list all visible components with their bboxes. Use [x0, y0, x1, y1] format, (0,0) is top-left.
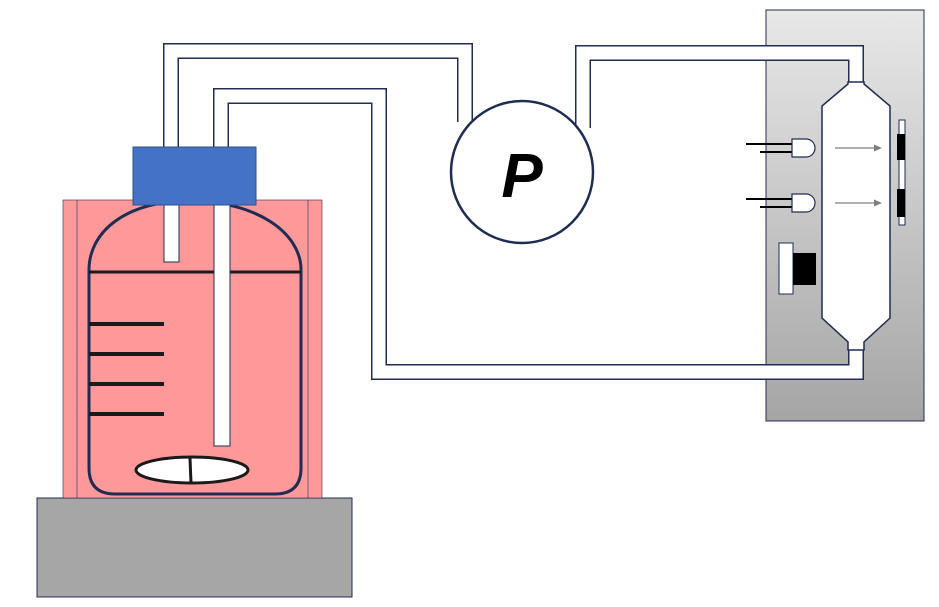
flow-cell — [821, 81, 891, 351]
vessel-cap — [132, 146, 257, 206]
light-arrow-1 — [835, 144, 882, 152]
detector-strip — [898, 119, 906, 226]
led-source-2 — [746, 193, 816, 213]
pump-circle — [449, 99, 595, 245]
pump-label: P — [501, 142, 543, 211]
outer-tubing-lumen — [164, 44, 863, 379]
long-dip-tube — [213, 204, 231, 447]
stirrer-base — [36, 497, 353, 598]
light-arrow-2 — [835, 199, 882, 207]
short-inlet-tube — [163, 204, 180, 263]
culture-vessel — [87, 199, 303, 496]
led-source-1 — [746, 138, 816, 158]
photodiode-1 — [897, 134, 905, 160]
sensor-module-block — [793, 253, 816, 285]
stir-bar — [134, 455, 250, 485]
sensor-module-bracket — [778, 242, 794, 295]
photodiode-2 — [897, 189, 905, 217]
